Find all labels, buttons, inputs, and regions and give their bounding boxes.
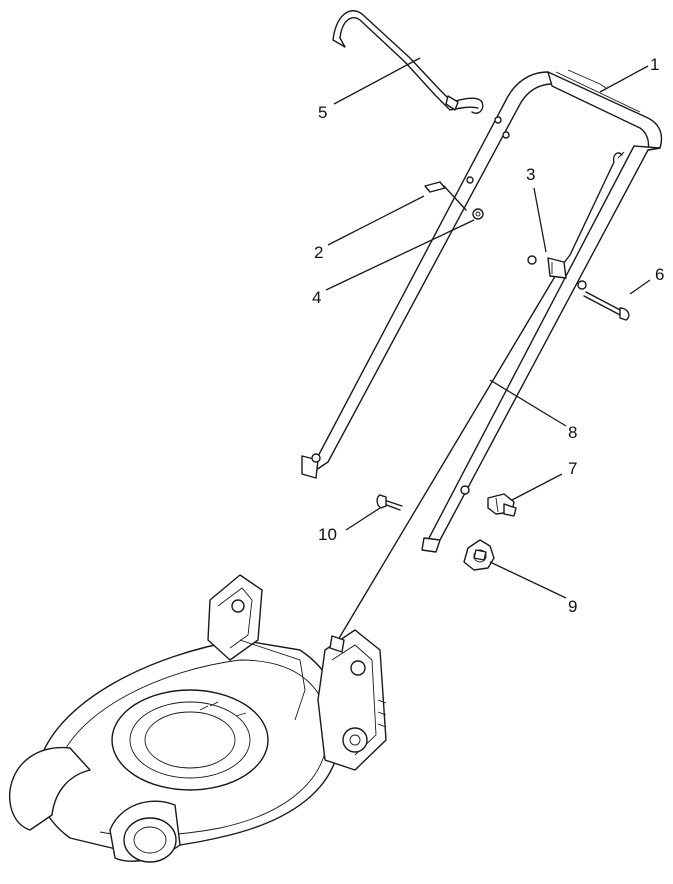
callout-6: 6 bbox=[655, 265, 664, 284]
cable-clip bbox=[527, 255, 567, 279]
callout-5: 5 bbox=[318, 103, 327, 122]
callout-4: 4 bbox=[312, 288, 321, 307]
leader-9 bbox=[489, 561, 567, 599]
cable-tie bbox=[424, 181, 467, 211]
callout-3: 3 bbox=[526, 165, 535, 184]
bail-bar bbox=[332, 10, 484, 114]
mower-deck bbox=[8, 639, 342, 863]
handle-bracket-right bbox=[317, 629, 387, 771]
callout-1: 1 bbox=[650, 55, 659, 74]
upper-handle bbox=[301, 69, 663, 553]
callout-8: 8 bbox=[568, 423, 577, 442]
carriage-bolt bbox=[583, 291, 630, 321]
leader-7 bbox=[511, 473, 563, 501]
handle-bolt bbox=[376, 494, 403, 511]
callout-9: 9 bbox=[568, 597, 577, 616]
cable-guide bbox=[487, 493, 517, 517]
handle-bracket-left bbox=[207, 574, 306, 721]
callout-7: 7 bbox=[568, 459, 577, 478]
leader-1 bbox=[599, 65, 649, 93]
leader-4 bbox=[325, 219, 475, 291]
callout-10: 10 bbox=[318, 525, 337, 544]
hex-nut bbox=[472, 208, 484, 220]
leader-8 bbox=[489, 379, 567, 427]
leader-10 bbox=[345, 507, 381, 531]
leader-6 bbox=[629, 279, 651, 295]
handle-knob bbox=[463, 539, 495, 571]
leader-5 bbox=[333, 57, 421, 105]
callout-2: 2 bbox=[314, 243, 323, 262]
leader-3 bbox=[533, 187, 547, 253]
leader-2 bbox=[327, 195, 425, 246]
control-cable bbox=[329, 151, 625, 653]
callout-labels: 1 2 3 4 5 6 7 8 9 10 bbox=[312, 55, 664, 616]
leader-lines bbox=[325, 57, 651, 599]
